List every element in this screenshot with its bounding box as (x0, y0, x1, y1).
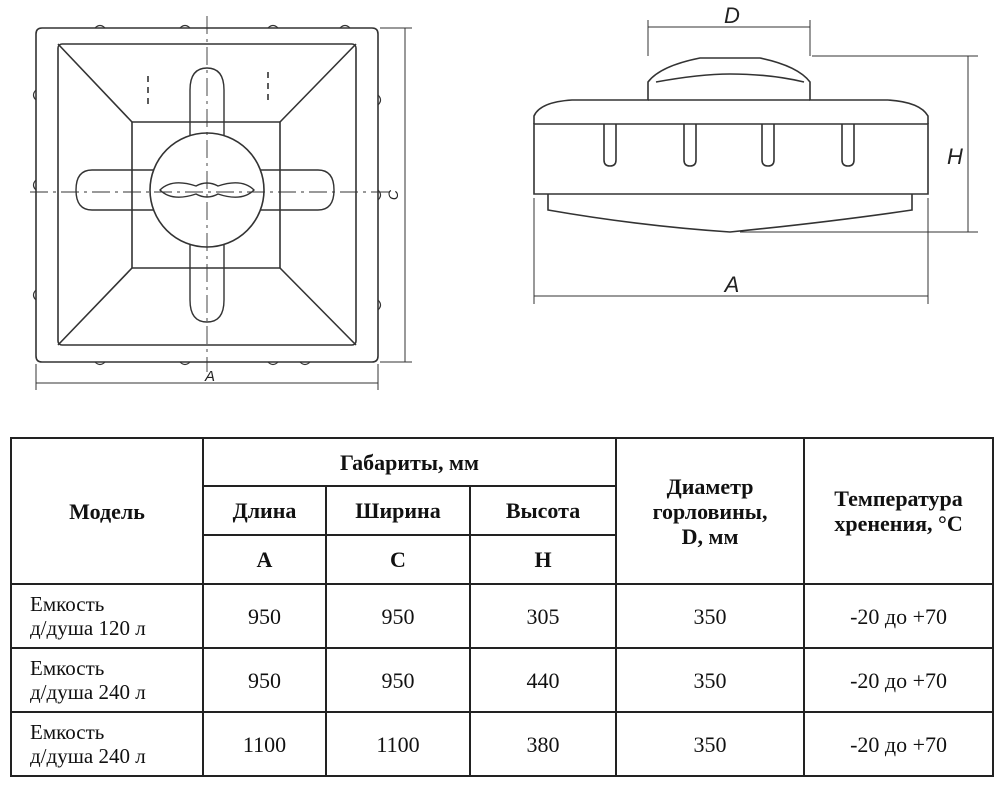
header-storage-temperature-line: хренения, °С (834, 511, 963, 536)
header-neck-diameter: Диаметр горловины, D, мм (615, 437, 806, 585)
cell-height: 305 (468, 583, 618, 649)
header-model: Модель (10, 437, 204, 585)
cell-diameter: 350 (615, 583, 806, 649)
cell-width: 950 (325, 647, 471, 713)
header-storage-temperature-line: Температура (834, 486, 963, 511)
side-view-drawing (533, 20, 978, 304)
technical-drawings: A C D H A (30, 3, 978, 390)
header-neck-diameter-line: Диаметр (666, 473, 754, 499)
cell-model: Емкость д/душа 240 л (10, 647, 204, 713)
table-row: Емкость д/душа 240 л 1100 1100 380 350 -… (10, 711, 995, 777)
cell-model-line: Емкость (30, 592, 105, 616)
header-height-symbol: H (468, 534, 618, 585)
cell-temperature: -20 до +70 (803, 711, 995, 777)
cell-model-line: д/душа 240 л (30, 680, 146, 704)
table-header-row: A C H (11, 534, 993, 585)
side-view-dim-diameter-label: D (724, 3, 740, 28)
cell-diameter: 350 (615, 647, 806, 713)
cell-width: 1100 (325, 711, 471, 777)
drawings-svg: A C D H A (30, 3, 978, 390)
cell-length: 950 (202, 647, 327, 713)
cell-model-line: д/душа 240 л (30, 744, 146, 768)
table-row: Емкость д/душа 120 л 950 950 305 350 -20… (10, 583, 995, 649)
cell-model: Емкость д/душа 120 л (10, 583, 204, 649)
cell-diameter: 350 (615, 711, 806, 777)
header-neck-diameter-line: горловины, (652, 498, 768, 524)
top-view-dim-length-label: A (204, 368, 215, 385)
side-view-dim-height-label: H (947, 144, 963, 169)
cell-model-line: Емкость (30, 720, 105, 744)
header-width: Ширина (325, 485, 471, 536)
cell-width: 950 (325, 583, 471, 649)
cell-length: 1100 (202, 711, 327, 777)
header-storage-temperature: Температура хренения, °С (803, 437, 995, 585)
cell-model: Емкость д/душа 240 л (10, 711, 204, 777)
header-width-symbol: C (325, 534, 471, 585)
top-view-drawing (30, 16, 412, 390)
header-dimensions-group: Габариты, мм (201, 437, 618, 487)
specifications-table: Модель Габариты, мм Диаметр горловины, D… (10, 437, 995, 777)
side-view-dim-length-label: A (723, 272, 740, 297)
header-length-symbol: A (202, 534, 327, 585)
table-header-row: Модель Габариты, мм Диаметр горловины, D… (10, 437, 995, 585)
cell-model-line: д/душа 120 л (30, 616, 146, 640)
header-length: Длина (202, 485, 327, 536)
table-row: Емкость д/душа 240 л 950 950 440 350 -20… (10, 647, 995, 713)
cell-height: 440 (468, 647, 618, 713)
cell-model-line: Емкость (30, 656, 105, 680)
header-height: Высота (468, 485, 618, 536)
cell-temperature: -20 до +70 (803, 583, 995, 649)
header-neck-diameter-line: D, мм (681, 523, 739, 549)
table-header-row: Длина Ширина Высота (11, 485, 993, 536)
cell-height: 380 (468, 711, 618, 777)
cell-length: 950 (202, 583, 327, 649)
top-view-dim-width-label: C (385, 189, 401, 200)
cell-temperature: -20 до +70 (803, 647, 995, 713)
